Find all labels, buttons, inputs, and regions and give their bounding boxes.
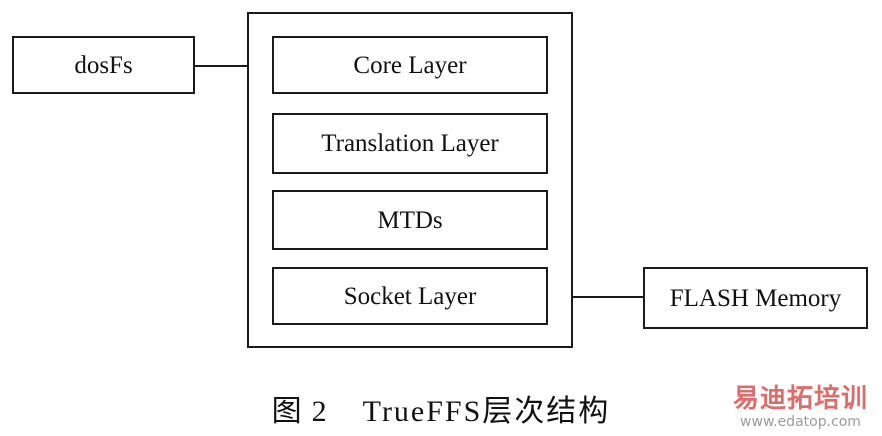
connector-stack-flash	[572, 296, 644, 298]
dosfs-node: dosFs	[12, 36, 195, 94]
watermark-url: www.edatop.com	[740, 414, 861, 430]
socket-layer-label: Socket Layer	[343, 282, 477, 310]
mtds-layer-label: MTDs	[377, 206, 443, 234]
flash-memory-label: FLASH Memory	[669, 284, 842, 312]
socket-layer: Socket Layer	[272, 267, 548, 325]
core-layer-label: Core Layer	[353, 51, 467, 79]
dosfs-label: dosFs	[74, 51, 133, 79]
caption-text: TrueFFS层次结构	[362, 395, 611, 428]
flash-memory-node: FLASH Memory	[643, 267, 868, 329]
translation-layer: Translation Layer	[272, 113, 548, 174]
watermark-title: 易迪拓培训	[732, 384, 868, 414]
watermark: 易迪拓培训 www.edatop.com	[733, 386, 868, 430]
caption-prefix: 图	[271, 395, 304, 428]
mtds-layer: MTDs	[272, 190, 548, 250]
core-layer: Core Layer	[272, 36, 548, 94]
connector-dosfs-stack	[194, 65, 248, 67]
translation-layer-label: Translation Layer	[321, 130, 499, 157]
caption-number: 2	[311, 395, 329, 428]
